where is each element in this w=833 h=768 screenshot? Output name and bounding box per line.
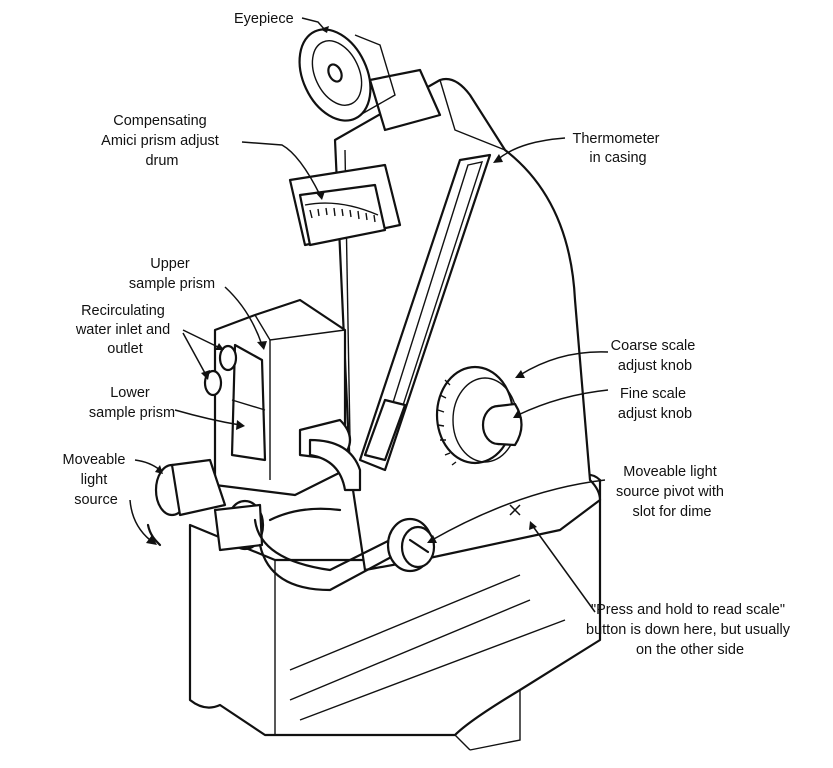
label-compensating: Compensating Amici prism adjust drum (101, 113, 223, 169)
labels: Eyepiece Compensating Amici prism adjust… (63, 11, 794, 658)
upper-prism-arrow (257, 341, 267, 350)
light-source-arrow (155, 465, 163, 474)
rotation-arrow-head (146, 535, 157, 545)
rotation-arrow (129, 499, 151, 541)
label-recirculating: Recirculating water inlet and outlet (75, 303, 174, 357)
recirculating-leader-1 (182, 329, 221, 349)
eyepiece-leader (301, 17, 326, 31)
label-eyepiece: Eyepiece (234, 11, 294, 27)
label-thermometer: Thermometer in casing (572, 131, 663, 166)
recirculating-leader-2 (182, 332, 207, 376)
compensating-arrow (315, 191, 325, 200)
upper-prism-leader (224, 286, 263, 346)
pivot-arrow (427, 535, 437, 543)
label-coarse-knob: Coarse scale adjust knob (611, 338, 700, 374)
eyepiece-arrow (320, 26, 329, 33)
lower-prism-arrow (236, 420, 245, 430)
thermometer-leader (496, 137, 566, 161)
pivot-leader (431, 479, 606, 541)
coarse-knob-arrow (515, 370, 525, 378)
label-press-button: "Press and hold to read scale" button is… (586, 602, 794, 658)
lower-prism-leader (174, 409, 241, 426)
light-source-leader (134, 459, 161, 471)
label-pivot: Moveable light source pivot with slot fo… (616, 464, 728, 520)
label-lower-prism: Lower sample prism (89, 385, 175, 421)
leader-lines (129, 17, 609, 613)
adjust-knobs (435, 365, 523, 466)
light-source (146, 458, 397, 592)
thermometer-arrow (493, 154, 503, 163)
press-button-mark (509, 504, 521, 516)
press-button-arrow (529, 521, 537, 530)
coarse-knob-leader (519, 351, 609, 376)
instrument-housing (288, 77, 602, 572)
press-button-leader (531, 524, 596, 613)
pivot-screw (386, 517, 436, 573)
fine-knob-arrow (513, 410, 522, 418)
fine-knob-leader (517, 389, 609, 416)
label-upper-prism: Upper sample prism (129, 256, 215, 292)
refractometer-illustration (146, 28, 602, 751)
recirculating-arrow-2 (201, 370, 210, 380)
water-tubes (203, 344, 362, 492)
label-fine-knob: Fine scale adjust knob (618, 386, 692, 422)
label-moveable-light: Moveable light source (63, 452, 130, 508)
compensating-leader (241, 141, 321, 196)
recirculating-arrow-1 (215, 343, 224, 350)
eyepiece (298, 28, 442, 132)
prism-assembly (213, 298, 347, 497)
